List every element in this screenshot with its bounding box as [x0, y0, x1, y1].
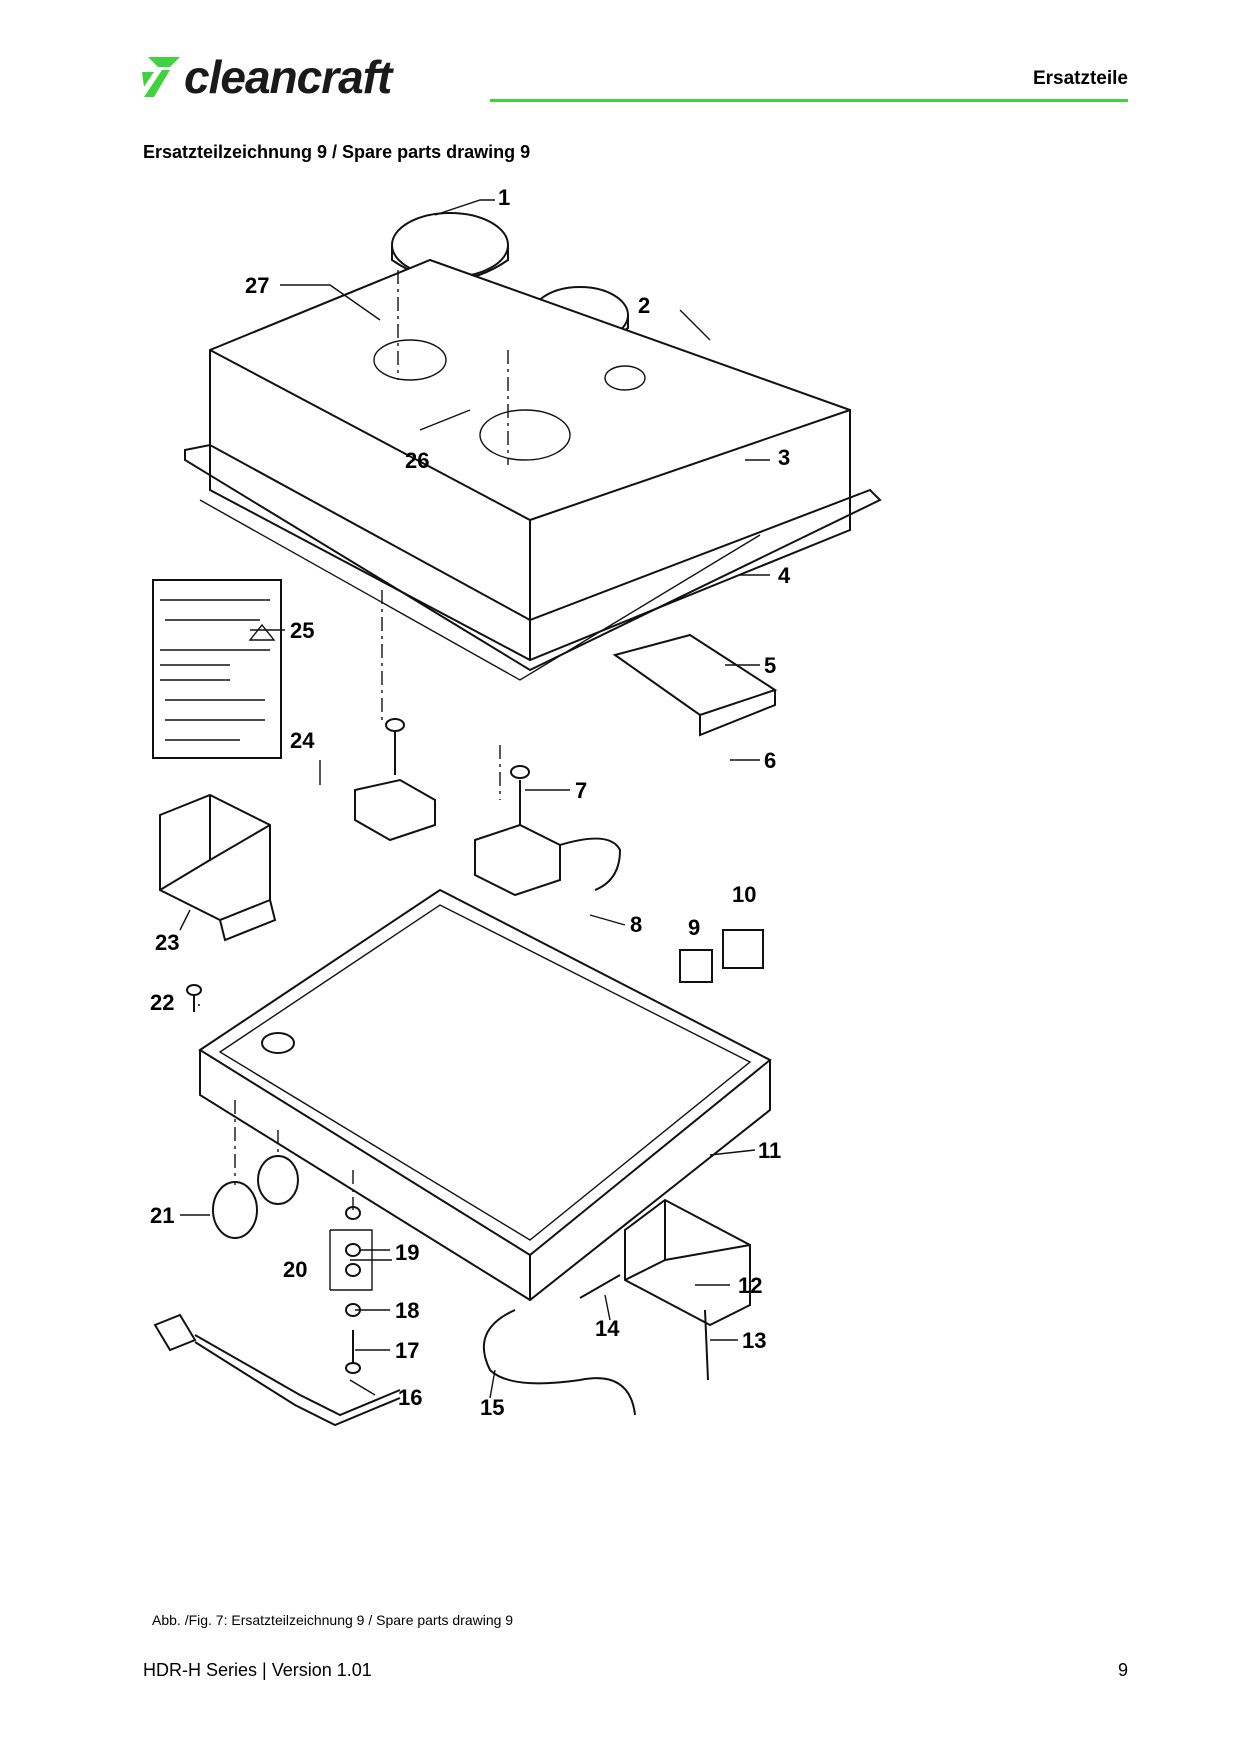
- callout-1: 1: [498, 185, 510, 210]
- callout-22: 22: [150, 990, 174, 1015]
- terminal-9: [679, 949, 713, 983]
- callout-19: 19: [395, 1240, 419, 1265]
- callout-15: 15: [480, 1395, 504, 1420]
- callout-10: 10: [732, 882, 756, 907]
- bolt-14: [579, 1274, 621, 1299]
- page-subtitle: Ersatzteilzeichnung 9 / Spare parts draw…: [143, 142, 531, 162]
- callout-7: 7: [575, 778, 587, 803]
- switch-12: [624, 1198, 751, 1381]
- section-title: Ersatzteile: [1032, 68, 1128, 89]
- callout-23: 23: [155, 930, 179, 955]
- figure-caption: Abb. /Fig. 7: Ersatzteilzeichnung 9 / Sp…: [152, 1612, 514, 1628]
- spare-parts-drawing: 1 2 3 4 5 6 7 8 9 10 11 12 13 14 15 16 1…: [150, 185, 882, 1427]
- wiring-diagram-25: [152, 579, 282, 759]
- logo-mark-icon: [142, 57, 180, 97]
- cable-gland-21: [212, 1155, 299, 1239]
- thermostat-8: [474, 765, 622, 897]
- callout-18: 18: [395, 1298, 419, 1323]
- contactor-23: [159, 793, 277, 942]
- hose-15: [482, 1309, 636, 1416]
- callout-21: 21: [150, 1203, 174, 1228]
- callout-27: 27: [245, 273, 269, 298]
- fastener-stack-17-20: [329, 1206, 373, 1374]
- callout-11: 11: [758, 1138, 781, 1163]
- callout-17: 17: [395, 1338, 419, 1363]
- callout-8: 8: [630, 912, 642, 937]
- upper-housing: [184, 258, 882, 672]
- brand-name: cleancraft: [184, 51, 392, 103]
- terminal-10: [722, 929, 764, 969]
- callout-9: 9: [688, 915, 700, 940]
- page-number: 9: [1117, 1660, 1128, 1680]
- callout-3: 3: [778, 445, 790, 470]
- footer-series: HDR-H Series | Version 1.01: [143, 1660, 372, 1680]
- callout-13: 13: [742, 1328, 766, 1353]
- lower-housing-11: [198, 888, 772, 1302]
- callout-6: 6: [764, 748, 776, 773]
- callout-24: 24: [290, 728, 315, 753]
- callout-16: 16: [398, 1385, 422, 1410]
- callout-20: 20: [283, 1257, 307, 1282]
- screw-22: [186, 984, 202, 1012]
- callout-4: 4: [778, 563, 791, 588]
- brand-logo: cleancraft: [140, 52, 480, 102]
- callout-12: 12: [738, 1273, 762, 1298]
- power-cord-16: [153, 1313, 401, 1427]
- callout-14: 14: [595, 1316, 620, 1341]
- callout-5: 5: [764, 653, 776, 678]
- callout-25: 25: [290, 618, 314, 643]
- callout-26: 26: [405, 448, 429, 473]
- circuit-board-5: [612, 633, 778, 737]
- selector-switch-24: [354, 718, 436, 842]
- callout-2: 2: [638, 293, 650, 318]
- header-divider: [490, 99, 1128, 102]
- gasket-4: [199, 499, 761, 681]
